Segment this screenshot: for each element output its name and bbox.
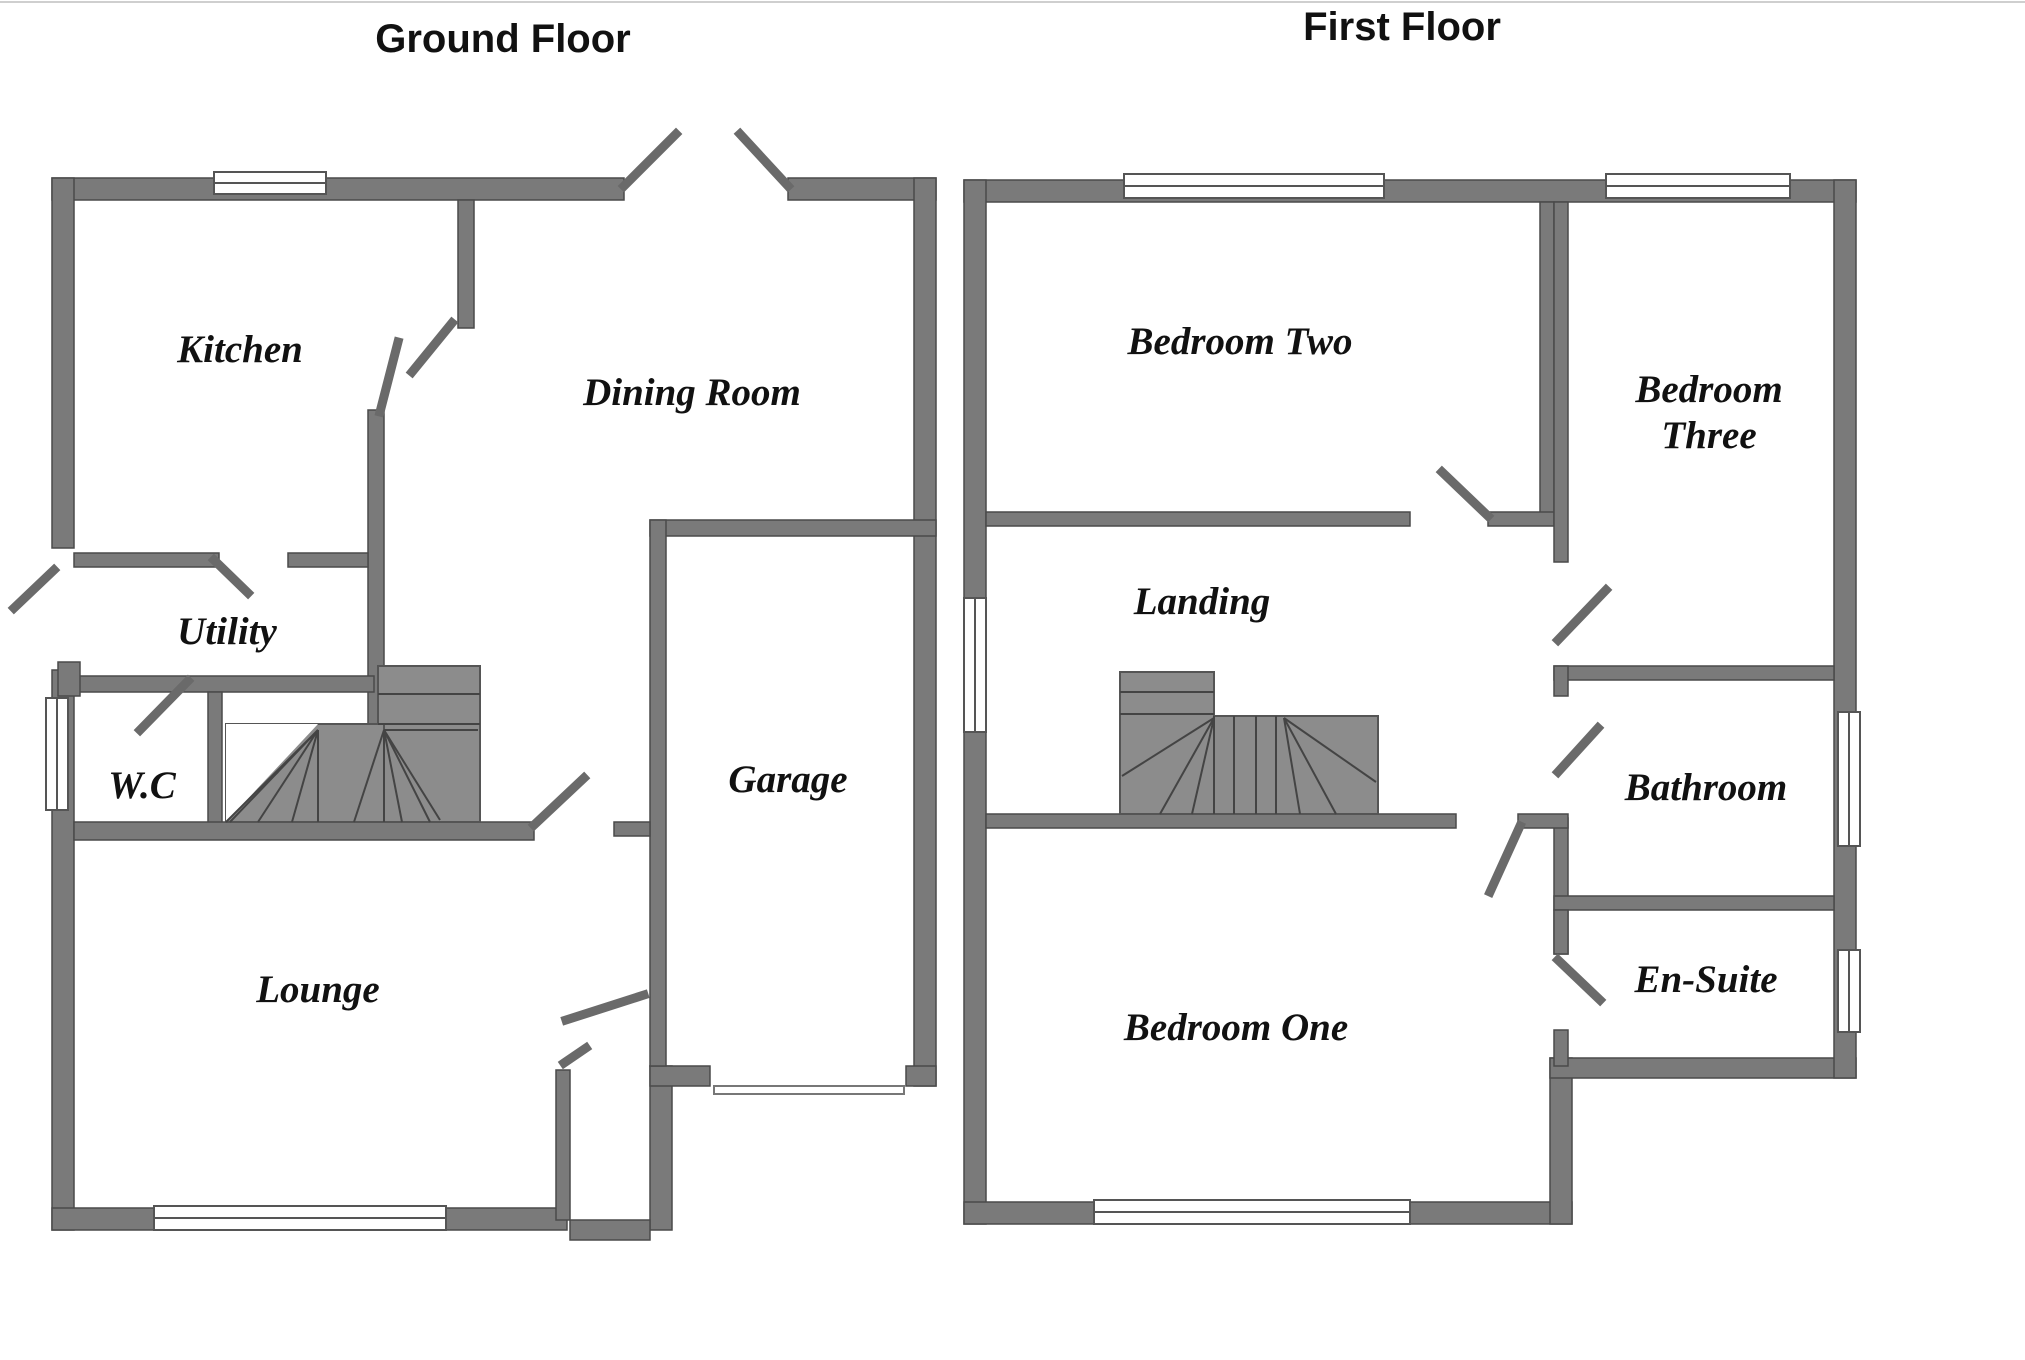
room-label-dining-room: Dining Room bbox=[582, 371, 801, 414]
room-label-utility: Utility bbox=[177, 610, 277, 653]
door-swing bbox=[374, 336, 404, 418]
wall-segment bbox=[985, 813, 1457, 829]
door-swing bbox=[560, 989, 650, 1026]
room-label-kitchen: Kitchen bbox=[176, 328, 303, 371]
wall-segment bbox=[457, 199, 475, 329]
staircase bbox=[225, 665, 481, 823]
wall-segment bbox=[649, 519, 667, 1067]
room-label-bedroom-one: Bedroom One bbox=[1123, 1006, 1348, 1049]
room-label-landing: Landing bbox=[1133, 580, 1271, 623]
door-swing bbox=[7, 563, 61, 615]
door-swing bbox=[527, 771, 591, 832]
wall-segment bbox=[1549, 1057, 1857, 1079]
window bbox=[1605, 173, 1791, 199]
wall-segment bbox=[1487, 511, 1555, 527]
wall-segment bbox=[1539, 201, 1555, 519]
wall-segment bbox=[73, 821, 535, 841]
wall-segment bbox=[287, 552, 369, 568]
wall-segment bbox=[1553, 1029, 1569, 1067]
wall-segment bbox=[913, 177, 937, 1087]
wall-segment bbox=[905, 1065, 937, 1087]
window bbox=[1837, 711, 1861, 847]
door-swing bbox=[133, 674, 195, 737]
wall-segment bbox=[73, 552, 220, 568]
wall-segment bbox=[207, 691, 223, 829]
wall-segment bbox=[1833, 179, 1857, 1079]
wall-segment bbox=[1517, 813, 1569, 829]
room-label-bedroom-two: Bedroom Two bbox=[1127, 320, 1353, 363]
wall-segment bbox=[73, 675, 375, 693]
wall-segment bbox=[649, 1065, 711, 1087]
first-floor-title: First Floor bbox=[1303, 5, 1501, 49]
door-swing bbox=[733, 127, 795, 193]
wall-segment bbox=[1553, 201, 1569, 563]
door-swing bbox=[1551, 583, 1613, 647]
garage-door bbox=[713, 1085, 905, 1095]
wall-segment bbox=[51, 177, 75, 549]
ground-floor-title: Ground Floor bbox=[375, 17, 631, 61]
wall-segment bbox=[1553, 909, 1569, 955]
room-label-bathroom: Bathroom bbox=[1624, 766, 1788, 809]
first-floor-plan: First Floor Bedroom Two Bedroom Three La… bbox=[963, 5, 1861, 1225]
wall-segment bbox=[1553, 895, 1835, 911]
room-label-en-suite: En-Suite bbox=[1633, 958, 1777, 1001]
window bbox=[1837, 949, 1861, 1033]
wall-segment bbox=[1549, 1057, 1573, 1225]
threshold bbox=[569, 1219, 651, 1241]
door-swing bbox=[617, 127, 683, 193]
room-label-bedroom-three-line1: Bedroom bbox=[1634, 368, 1782, 411]
room-label-wc: W.C bbox=[108, 764, 177, 807]
window bbox=[153, 1205, 447, 1231]
window bbox=[963, 597, 987, 733]
window bbox=[1123, 173, 1385, 199]
staircase bbox=[1119, 671, 1379, 815]
room-label-lounge: Lounge bbox=[255, 968, 380, 1011]
window bbox=[45, 697, 69, 811]
wall-segment bbox=[985, 511, 1411, 527]
door-swing bbox=[405, 316, 459, 379]
wall-segment bbox=[51, 177, 625, 201]
wall-segment bbox=[1553, 665, 1569, 697]
room-label-garage: Garage bbox=[728, 758, 847, 801]
door-swing bbox=[557, 1041, 593, 1070]
room-label-bedroom-three-line2: Three bbox=[1661, 414, 1756, 457]
window bbox=[1093, 1199, 1411, 1225]
wall-segment bbox=[555, 1069, 571, 1221]
wall-segment bbox=[57, 661, 81, 697]
wall-segment bbox=[649, 519, 937, 537]
door-swing bbox=[1484, 820, 1526, 898]
door-swing bbox=[1435, 465, 1495, 523]
window bbox=[213, 171, 327, 195]
ground-floor-plan: Ground Floor Kitchen Dining Room Utility… bbox=[7, 17, 937, 1241]
door-swing bbox=[1551, 721, 1605, 779]
wall-segment bbox=[1553, 665, 1835, 681]
wall-segment bbox=[613, 821, 651, 837]
wall-segment bbox=[649, 1065, 673, 1231]
door-swing bbox=[207, 553, 255, 600]
door-swing bbox=[1551, 953, 1607, 1007]
